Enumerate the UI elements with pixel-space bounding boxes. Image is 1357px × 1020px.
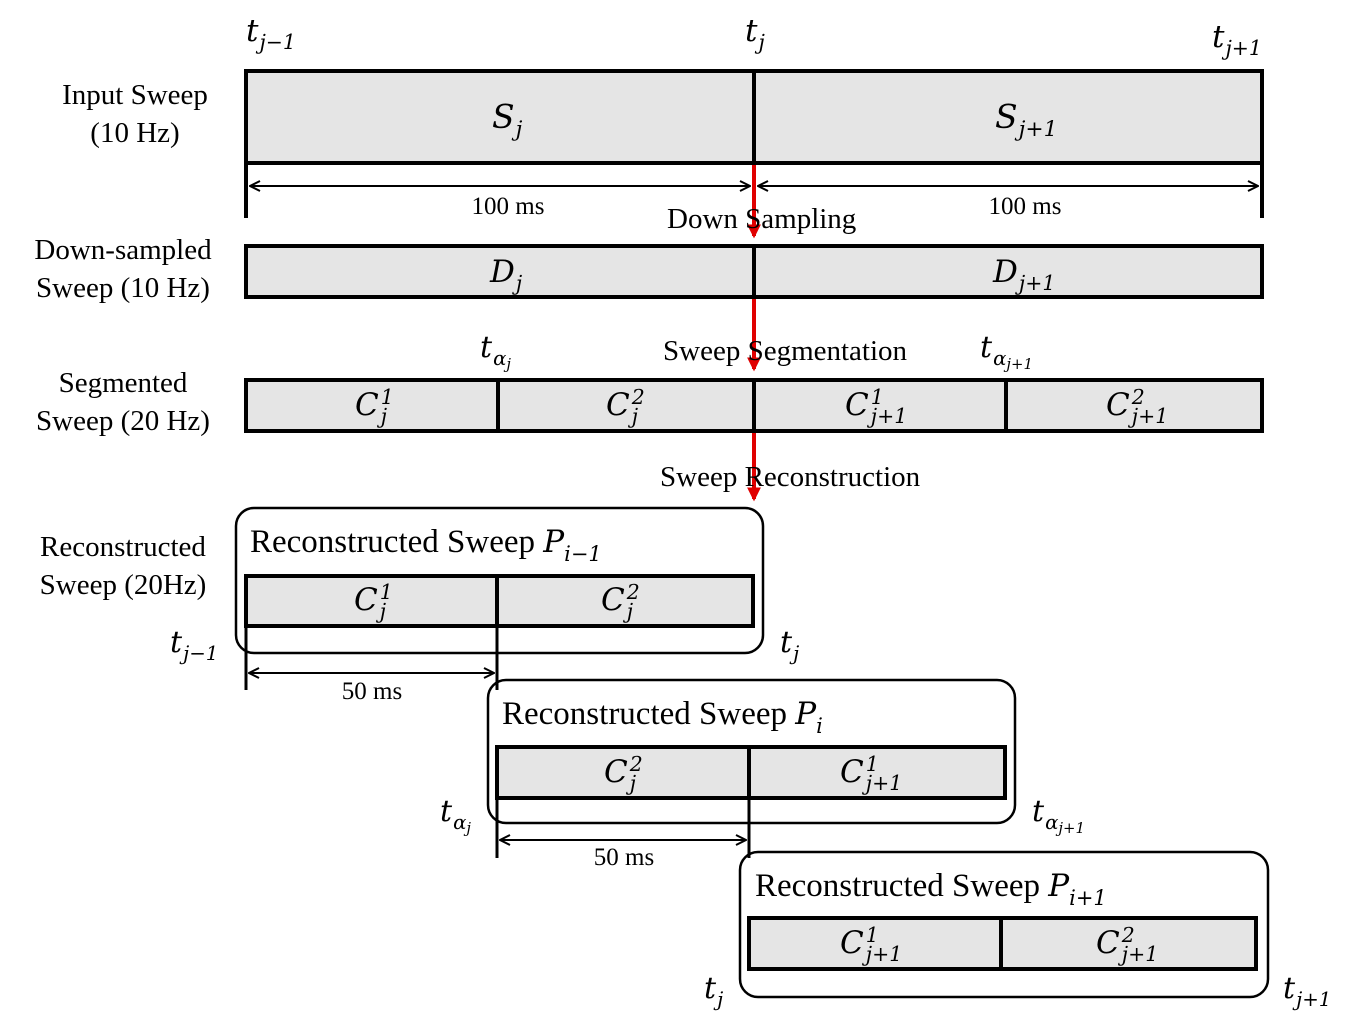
- time-mark-recon-cur-start: tαj: [440, 794, 472, 837]
- seg-block-3: [752, 378, 1008, 433]
- recon-next-block-1: [747, 916, 1003, 971]
- seg-block-2: [496, 378, 756, 433]
- input-block-right: [752, 69, 1264, 165]
- time-mark-alpha-j1: tαj+1: [980, 330, 1033, 373]
- recon-prev-block-1: [244, 574, 499, 628]
- row-label-reconstructed-line2: Sweep (20Hz): [39, 569, 207, 601]
- step-caption-reconstruction: Sweep Reconstruction: [660, 461, 921, 493]
- time-mark-top-prev: tj−1: [246, 13, 296, 54]
- row-label-segmented-line1: Segmented: [58, 367, 188, 399]
- duration-label-recon-1: 50 ms: [341, 678, 403, 705]
- recon-next-block-2: [999, 916, 1258, 971]
- duration-label-input-right: 100 ms: [988, 193, 1062, 220]
- down-block-right: [752, 244, 1264, 299]
- time-mark-recon-prev-start: tj−1: [170, 625, 219, 665]
- row-label-input-line1: Input Sweep: [62, 79, 208, 111]
- time-mark-alpha-j: tαj: [480, 330, 512, 373]
- row-label-downsampled: Down-sampled Sweep (10 Hz): [12, 231, 234, 307]
- input-block-left-label: Sj: [492, 97, 523, 143]
- row-label-downsampled-line1: Down-sampled: [34, 234, 212, 266]
- step-caption-segmentation: Sweep Segmentation: [663, 335, 908, 367]
- row-label-input: Input Sweep (10 Hz): [40, 76, 230, 152]
- recon-box-prev-title: Reconstructed Sweep Pi−1: [250, 524, 602, 566]
- down-block-right-label: Dj+1: [993, 254, 1056, 295]
- time-mark-recon-next-end: tj+1: [1283, 971, 1332, 1011]
- row-label-segmented: Segmented Sweep (20 Hz): [16, 364, 230, 440]
- recon-cur-block-1: [495, 745, 751, 800]
- recon-prev-block-2: [495, 574, 755, 628]
- step-caption-downsampling: Down Sampling: [667, 203, 857, 235]
- row-label-segmented-line2: Sweep (20 Hz): [36, 405, 210, 437]
- time-mark-recon-next-start: tj: [704, 971, 724, 1011]
- time-mark-recon-prev-end: tj: [780, 625, 800, 665]
- down-block-left-label: Dj: [490, 254, 523, 295]
- row-label-input-line2: (10 Hz): [90, 117, 180, 149]
- time-mark-recon-cur-end: tαj+1: [1032, 794, 1085, 837]
- row-label-downsampled-line2: Sweep (10 Hz): [36, 272, 210, 304]
- input-block-right-label: Sj+1: [995, 97, 1058, 143]
- recon-box-cur-title: Reconstructed Sweep Pi: [502, 696, 823, 738]
- duration-label-recon-2: 50 ms: [593, 844, 655, 871]
- seg-block-4: [1004, 378, 1264, 433]
- time-mark-top-next: tj+1: [1212, 19, 1262, 60]
- duration-label-input-left: 100 ms: [471, 193, 545, 220]
- row-label-reconstructed-line1: Reconstructed: [40, 531, 206, 563]
- seg-block-1: [244, 378, 500, 433]
- recon-box-next-title: Reconstructed Sweep Pi+1: [755, 868, 1107, 910]
- row-label-reconstructed: Reconstructed Sweep (20Hz): [16, 528, 230, 604]
- recon-cur-block-2: [747, 745, 1007, 800]
- down-block-left: [244, 244, 756, 299]
- time-mark-top-cur: tj: [745, 13, 765, 54]
